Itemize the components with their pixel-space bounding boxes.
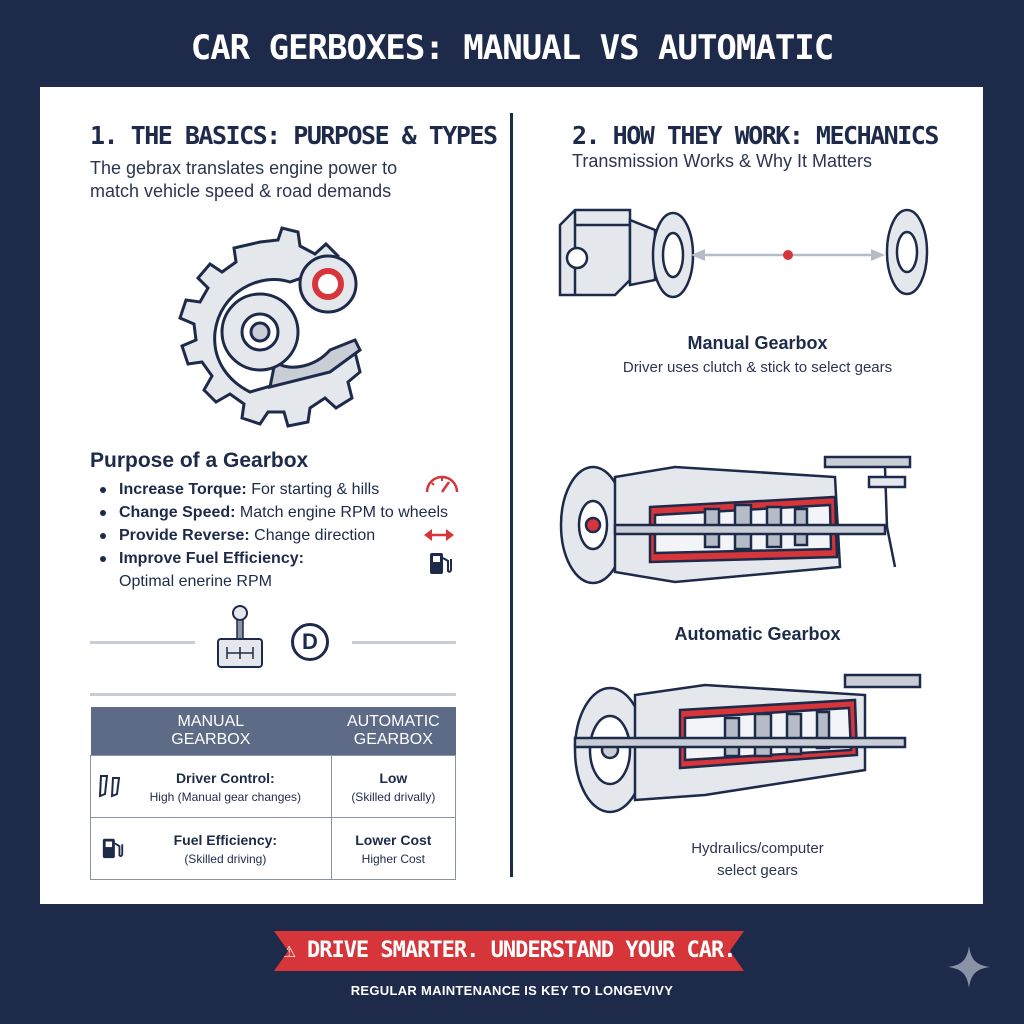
pedals-icon [98, 775, 121, 798]
warning-icon: ⚠ [282, 938, 295, 963]
table-cell: Low (Skilled drivally) [330, 755, 457, 818]
automatic-gearbox-description: Hydraılics/computer select gears [691, 840, 824, 879]
sparkle-icon [948, 946, 990, 988]
list-item: Change Speed: Match engine RPM to wheels [98, 501, 458, 524]
gear-stick-icon [217, 605, 263, 668]
call-to-action-banner: ⚠ DRIVE SMARTER. UNDERSTAND YOUR CAR. [274, 931, 744, 971]
mechanics-subtitle: Transmission Works & Why It Matters [572, 151, 873, 171]
gears-illustration [178, 226, 362, 428]
purpose-title: Purpose of a Gearbox [90, 449, 309, 472]
purpose-list: Increase Torque: For starting & hills Ch… [98, 478, 458, 593]
table-cell: Lower Cost Higher Cost [330, 817, 457, 880]
section-heading-mechanics: 2. HOW THEY WORK: MECHANICS [572, 121, 939, 150]
speedometer-icon [425, 475, 459, 493]
list-item: Provide Reverse: Change direction [98, 524, 458, 547]
fuel-pump-icon [430, 553, 452, 574]
basics-subtitle: The gebrax translates engine power to ma… [90, 158, 398, 201]
table-cell: Fuel Efficiency: (Skilled driving) [90, 817, 332, 880]
manual-gearbox-description: Driver uses clutch & stick to select gea… [622, 359, 893, 376]
automatic-gearbox-illustration [573, 673, 922, 814]
table-row: Fuel Efficiency: (Skilled driving) Lower… [90, 817, 457, 880]
drive-mode-badge: D [291, 623, 329, 661]
clutch-illustration [558, 208, 929, 299]
footer-tagline: REGULAR MAINTENANCE IS KEY TO LONGEVIVY [350, 983, 674, 998]
reverse-arrows-icon [424, 529, 454, 541]
list-item: Increase Torque: For starting & hills [98, 478, 458, 501]
column-divider [510, 113, 513, 877]
divider-line [90, 693, 456, 696]
fuel-pump-icon [102, 838, 124, 859]
comparison-table: MANUAL GEARBOX AUTOMATIC GEARBOX Driver … [90, 707, 457, 880]
manual-gearbox-title: Manual Gearbox [687, 333, 828, 353]
divider-line [352, 641, 456, 644]
divider-line [90, 641, 195, 644]
manual-gearbox-illustration [559, 455, 912, 585]
table-cell: Driver Control: High (Manual gear change… [90, 755, 332, 818]
table-header-manual: MANUAL GEARBOX [90, 707, 332, 756]
page-title: CAR GERBOXES: MANUAL VS AUTOMATIC [190, 28, 835, 68]
automatic-gearbox-title: Automatic Gearbox [674, 624, 841, 644]
table-header-automatic: AUTOMATIC GEARBOX [331, 707, 456, 756]
list-item: Improve Fuel Efficiency:Optimal enerine … [98, 547, 458, 593]
table-row: Driver Control: High (Manual gear change… [90, 755, 457, 818]
section-heading-basics: 1. THE BASICS: PURPOSE & TYPES [90, 121, 498, 150]
